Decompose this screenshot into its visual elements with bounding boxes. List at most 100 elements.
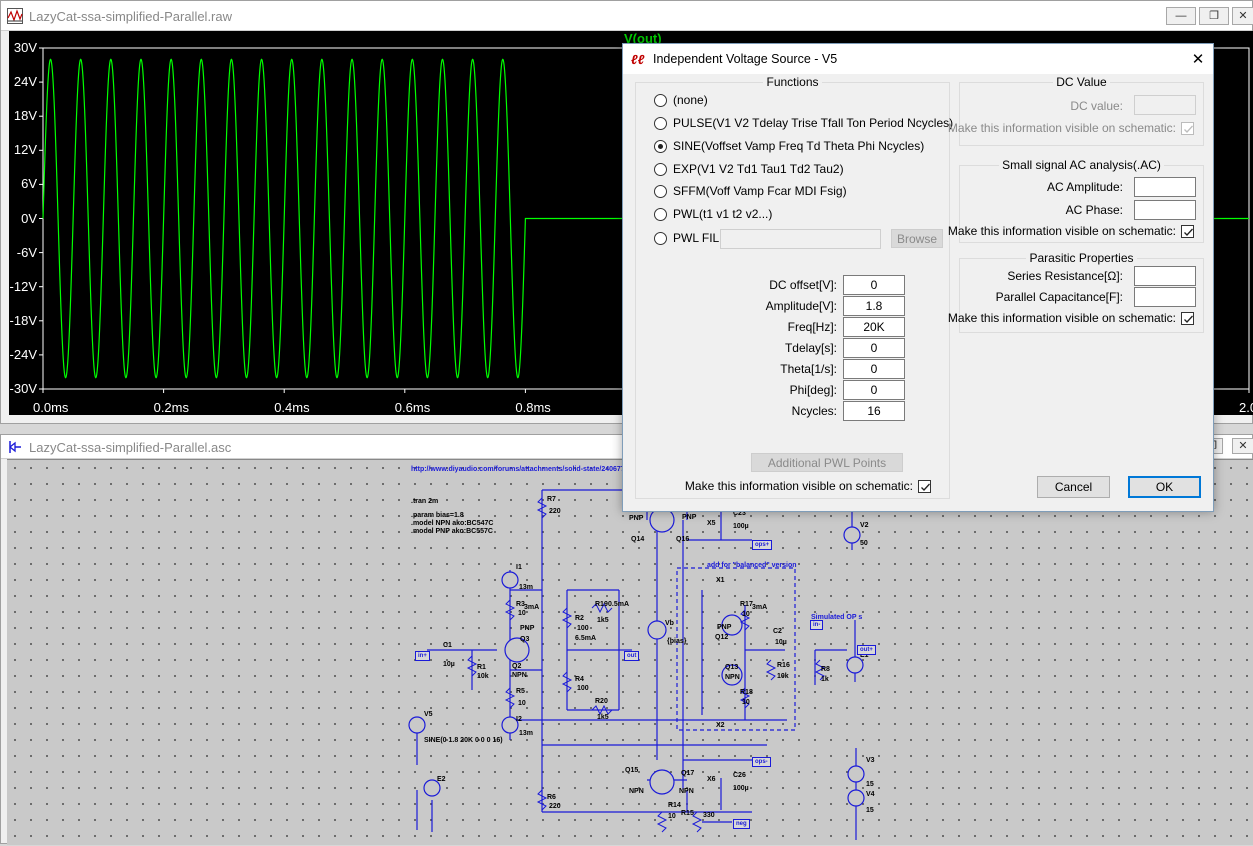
schematic-label-c26v[interactable]: 100µ <box>733 785 749 792</box>
radio-button[interactable] <box>654 162 667 176</box>
net-label-neg[interactable]: neg <box>733 819 750 829</box>
schematic-annotation-sim_op[interactable]: Simulated OP s <box>811 614 863 621</box>
schematic-label-v3[interactable]: V3 <box>866 757 875 764</box>
schematic-label-q16[interactable]: Q16 <box>676 536 690 543</box>
schematic-label-r1v[interactable]: 10k <box>477 673 489 680</box>
schematic-label-q13[interactable]: Q13 <box>725 664 739 671</box>
dc-value-input[interactable] <box>1134 95 1196 115</box>
schematic-label-pnp1[interactable]: PNP <box>629 515 644 522</box>
schematic-label-pnp4[interactable]: PNP <box>717 624 732 631</box>
schematic-label-i1[interactable]: I1 <box>516 564 522 571</box>
param-input[interactable] <box>843 317 905 337</box>
ac-visible-checkbox[interactable] <box>1181 224 1194 238</box>
spice-directive[interactable]: .param bias=1.8 <box>411 512 464 519</box>
schematic-label-ma3[interactable]: 3mA <box>524 604 540 611</box>
schematic-label-i2[interactable]: I2 <box>516 716 522 723</box>
schematic-label-r7v[interactable]: 220 <box>549 508 561 515</box>
schematic-label-q17[interactable]: Q17 <box>681 770 695 777</box>
schematic-label-r3[interactable]: R3 <box>516 601 525 608</box>
schematic-label-v2[interactable]: V2 <box>860 522 869 529</box>
schematic-label-r8v[interactable]: 1k <box>821 676 829 683</box>
schematic-label-ma05[interactable]: 0.5mA <box>608 601 630 608</box>
cancel-button[interactable]: Cancel <box>1037 476 1110 498</box>
param-input[interactable] <box>843 338 905 358</box>
ac-visible-row[interactable]: Make this information visible on schemat… <box>948 224 1194 238</box>
net-label-ops_m[interactable]: ops- <box>752 757 771 767</box>
schematic-label-r16[interactable]: R16 <box>777 662 790 669</box>
net-label-in_m[interactable]: in- <box>810 620 824 630</box>
schematic-label-c23v[interactable]: 100µ <box>733 523 749 530</box>
function-option[interactable]: PWL(t1 v1 t2 v2...) <box>654 207 772 221</box>
schematic-label-ma65[interactable]: 6.5mA <box>575 635 597 642</box>
schematic-label-npn3[interactable]: NPN <box>512 672 527 679</box>
schematic-label-r17[interactable]: R17 <box>740 601 753 608</box>
net-label-out2[interactable]: out+ <box>857 645 876 655</box>
ok-button[interactable]: OK <box>1128 476 1201 498</box>
schematic-label-r3v[interactable]: 10 <box>518 610 526 617</box>
schematic-label-vb[interactable]: Vb <box>665 620 674 627</box>
close-icon[interactable]: ✕ <box>1232 7 1253 25</box>
radio-button[interactable] <box>654 184 667 198</box>
schematic-label-r18[interactable]: R18 <box>740 689 753 696</box>
schematic-annotation-v5_expr[interactable]: SINE(0 1.8 20K 0 0 0 16) <box>424 737 503 744</box>
schematic-close-icon[interactable]: ✕ <box>1232 438 1253 454</box>
schematic-label-r18v[interactable]: 10 <box>742 699 750 706</box>
parasitic-visible-row[interactable]: Make this information visible on schemat… <box>948 311 1194 325</box>
schematic-label-r7[interactable]: R7 <box>547 496 556 503</box>
spice-directive[interactable]: .model NPN ako:BC547C <box>411 520 494 527</box>
param-input[interactable] <box>843 275 905 295</box>
schematic-label-r5[interactable]: R5 <box>516 688 525 695</box>
series-resistance-input[interactable] <box>1134 266 1196 286</box>
pwl-file-input[interactable] <box>720 229 881 249</box>
param-input[interactable] <box>843 401 905 421</box>
schematic-label-r4v[interactable]: 100 <box>577 685 589 692</box>
dialog-titlebar[interactable]: ℓℓ Independent Voltage Source - V5 ✕ <box>623 44 1213 74</box>
functions-visible-checkbox[interactable] <box>918 479 931 493</box>
schematic-label-ma3b[interactable]: 3mA <box>752 604 768 611</box>
schematic-label-q3[interactable]: Q3 <box>520 636 530 643</box>
schematic-label-r14v[interactable]: 10 <box>668 813 676 820</box>
schematic-label-npn4[interactable]: NPN <box>725 674 740 681</box>
schematic-label-v4[interactable]: V4 <box>866 791 875 798</box>
parallel-capacitance-input[interactable] <box>1134 287 1196 307</box>
schematic-label-pnp2[interactable]: PNP <box>682 514 697 521</box>
dc-visible-checkbox[interactable] <box>1181 121 1194 135</box>
schematic-label-x1[interactable]: X1 <box>716 577 725 584</box>
schematic-label-e1[interactable]: E1 <box>860 652 869 659</box>
dialog-close-icon[interactable]: ✕ <box>1191 51 1205 68</box>
schematic-label-e2[interactable]: E2 <box>437 776 446 783</box>
schematic-label-c2v[interactable]: 10µ <box>775 639 787 646</box>
function-option[interactable]: SINE(Voffset Vamp Freq Td Theta Phi Ncyc… <box>654 139 924 153</box>
schematic-label-c26[interactable]: C26 <box>733 772 746 779</box>
schematic-label-r14[interactable]: R14 <box>668 802 681 809</box>
trace-name[interactable]: V(out) <box>624 31 662 46</box>
restore-icon[interactable]: ❐ <box>1199 7 1229 25</box>
schematic-label-v5[interactable]: V5 <box>424 711 433 718</box>
schematic-label-r20v[interactable]: 1k5 <box>597 714 609 721</box>
schematic-label-r5v[interactable]: 10 <box>518 700 526 707</box>
minimize-icon[interactable]: — <box>1166 7 1196 25</box>
schematic-label-i1v[interactable]: 13m <box>519 584 534 591</box>
schematic-label-r1[interactable]: R1 <box>477 664 486 671</box>
schematic-label-r4[interactable]: R4 <box>575 676 584 683</box>
schematic-label-r6v[interactable]: 220 <box>549 803 561 810</box>
function-option[interactable]: PULSE(V1 V2 Tdelay Trise Tfall Ton Perio… <box>654 116 953 130</box>
param-input[interactable] <box>843 359 905 379</box>
spice-directive[interactable]: .tran 2m <box>411 498 439 505</box>
schematic-label-c2[interactable]: C2 <box>773 628 782 635</box>
net-label-out[interactable]: out <box>624 651 640 661</box>
schematic-label-r15[interactable]: R15 <box>681 810 694 817</box>
browse-button[interactable]: Browse <box>891 229 943 248</box>
schematic-label-pnp3[interactable]: PNP <box>520 625 535 632</box>
schematic-label-bias[interactable]: {bias} <box>667 638 687 645</box>
param-input[interactable] <box>843 296 905 316</box>
radio-button[interactable] <box>654 207 667 221</box>
function-option[interactable]: EXP(V1 V2 Td1 Tau1 Td2 Tau2) <box>654 162 844 176</box>
schematic-label-q12[interactable]: Q12 <box>715 634 729 641</box>
schematic-label-r16v[interactable]: 10k <box>777 673 789 680</box>
schematic-label-r2v[interactable]: 100 <box>577 625 589 632</box>
schematic-label-q2[interactable]: Q2 <box>512 663 522 670</box>
schematic-label-i2v[interactable]: 13m <box>519 730 534 737</box>
schematic-annotation-balanced[interactable]: add for "balanced" version <box>707 562 797 569</box>
